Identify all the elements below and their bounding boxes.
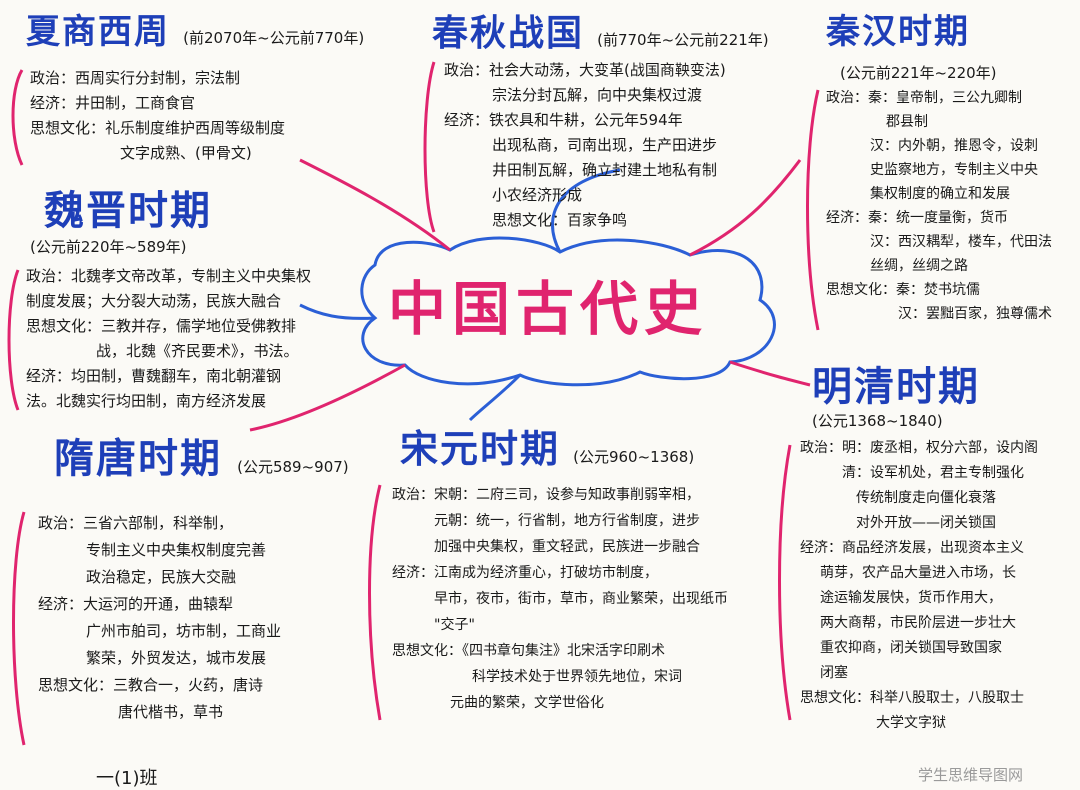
line: 萌芽，农产品大量进入市场，长 <box>820 565 1016 581</box>
section-songyuan-lines: 政治：宋朝：二府三司，设参与知政事削弱宰相， 元朝：统一，行省制，地方行省制度，… <box>392 482 728 716</box>
line: 政治：北魏孝文帝改革，专制主义中央集权 <box>26 267 312 285</box>
section-qinhan-lines: 政治：秦：皇帝制，三公九卿制 郡县制 汉：内外朝，推恩令，设刺 史监察地方，专制… <box>826 86 1052 326</box>
line: 政治：社会大动荡，大变革(战国商鞅变法) <box>444 61 726 79</box>
bracket-qinhan <box>806 89 820 331</box>
section-xiashang-lines: 政治：西周实行分封制，宗法制 经济：井田制，工商食官 思想文化：礼乐制度维护西周… <box>30 66 285 166</box>
line: 经济：井田制，工商食官 <box>30 94 196 112</box>
section-chunqiu: 春秋战国 (前770年~公元前221年) <box>432 4 769 56</box>
line: 政治稳定，民族大交融 <box>86 568 237 586</box>
branch-qinhan <box>689 159 802 257</box>
section-xiashang: 夏商西周 (前2070年~公元前770年) <box>26 4 364 53</box>
section-dates: (前2070年~公元前770年) <box>183 29 365 47</box>
line: 制度发展；大分裂大动荡，民族大融合 <box>26 292 282 310</box>
line: 经济：商品经济发展，出现资本主义 <box>800 540 1024 556</box>
branch-suitang <box>249 363 406 432</box>
branch-weijin <box>299 303 376 320</box>
section-title-weijin: 魏晋时期 <box>44 188 212 234</box>
bracket-weijin <box>7 269 20 411</box>
bracket-suitang <box>12 511 26 746</box>
line: 思想文化：《四书章句集注》北宋活字印刷术 <box>392 643 665 659</box>
section-mingqing-lines: 政治：明：废丞相，权分六部，设内阁 清：设军机处，君主专制强化 传统制度走向僵化… <box>800 436 1038 736</box>
bracket-mingqing <box>778 444 792 721</box>
branch-xiashang <box>299 158 451 252</box>
section-dates: (前770年~公元前221年) <box>597 31 769 49</box>
line: 繁荣，外贸发达，城市发展 <box>86 649 267 667</box>
line: 科学技术处于世界领先地位，宋词 <box>472 669 682 685</box>
watermark: 学生思维导图网 <box>918 766 1024 784</box>
section-suitang: 隋唐时期 (公元589~907) <box>54 426 349 484</box>
line: 战，北魏《齐民要术》，书法。 <box>96 342 299 360</box>
section-title: 夏商西周 <box>26 12 170 52</box>
line: 元朝：统一，行省制，地方行省制度，进步 <box>434 513 700 529</box>
section-title: 春秋战国 <box>432 13 585 54</box>
line: 政治：西周实行分封制，宗法制 <box>30 69 241 87</box>
line: 思想文化：科举八股取士，八股取士 <box>800 690 1024 706</box>
line: 传统制度走向僵化衰落 <box>856 490 996 506</box>
section-title-qinhan: 秦汉时期 <box>826 12 970 52</box>
bracket-chunqiu <box>423 61 436 233</box>
line: 出现私商，司南出现，生产田进步 <box>492 136 718 154</box>
line: 经济：江南成为经济重心，打破坊市制度， <box>392 565 658 581</box>
section-title-mingqing: 明清时期 <box>812 364 980 410</box>
line: 经济：铁农具和牛耕，公元年594年 <box>444 111 683 129</box>
section-title: 宋元时期 <box>400 427 561 471</box>
bracket-xiashang <box>11 69 24 166</box>
line: 政治：宋朝：二府三司，设参与知政事削弱宰相， <box>392 487 700 503</box>
line: 宗法分封瓦解，向中央集权过渡 <box>492 86 703 104</box>
line: 政治：秦：皇帝制，三公九卿制 <box>826 90 1022 106</box>
line: 史监察地方，专制主义中央 <box>870 162 1038 178</box>
line: 闭塞 <box>820 665 848 681</box>
line: 汉：西汉耦犁，楼车，代田法 <box>870 234 1052 250</box>
line: 政治：明：废丞相，权分六部，设内阁 <box>800 440 1038 456</box>
section-chunqiu-lines: 政治：社会大动荡，大变革(战国商鞅变法) 宗法分封瓦解，向中央集权过渡 经济：铁… <box>444 58 726 233</box>
line: 政治：三省六部制，科举制， <box>38 514 234 532</box>
line: 丝绸，丝绸之路 <box>870 258 968 274</box>
line: 对外开放——闭关锁国 <box>856 515 996 531</box>
line: 途运输发展快，货币作用大， <box>820 590 1002 606</box>
line: 加强中央集权，重文轻武，民族进一步融合 <box>434 539 700 555</box>
section-suitang-lines: 政治：三省六部制，科举制， 专制主义中央集权制度完善 政治稳定，民族大交融 经济… <box>38 510 281 726</box>
line: 井田制瓦解，确立封建土地私有制 <box>492 161 718 179</box>
line: 汉：罢黜百家，独尊儒术 <box>898 306 1052 322</box>
section-dates: (公元589~907) <box>237 458 349 476</box>
section-dates-weijin: (公元前220年~589年) <box>30 238 187 256</box>
section-dates-qinhan: (公元前221年~220年) <box>840 64 997 82</box>
line: 经济：大运河的开通，曲辕犁 <box>38 595 234 613</box>
bracket-songyuan <box>368 484 382 721</box>
branch-songyuan <box>468 373 522 422</box>
line: 广州市舶司，坊市制，工商业 <box>86 622 282 640</box>
line: 唐代楷书，草书 <box>118 703 224 721</box>
line: "交子" <box>434 617 475 633</box>
line: 经济：均田制，曹魏翻车，南北朝灌钢 <box>26 367 282 385</box>
line: 思想文化：秦：焚书坑儒 <box>826 282 980 298</box>
line: 经济：秦：统一度量衡，货币 <box>826 210 1008 226</box>
line: 思想文化：礼乐制度维护西周等级制度 <box>30 119 286 137</box>
line: 汉：内外朝，推恩令，设刺 <box>870 138 1038 154</box>
section-dates-mingqing: (公元1368~1840) <box>812 412 943 430</box>
line: 思想文化：三教并存，儒学地位受佛教排 <box>26 317 297 335</box>
line: 思想文化：三教合一，火药，唐诗 <box>38 676 264 694</box>
section-songyuan: 宋元时期 (公元960~1368) <box>400 418 694 473</box>
section-weijin-lines: 政治：北魏孝文帝改革，专制主义中央集权 制度发展；大分裂大动荡，民族大融合 思想… <box>26 264 311 414</box>
line: 思想文化：百家争鸣 <box>492 211 628 229</box>
line: 大学文字狱 <box>876 715 946 731</box>
line: 清：设军机处，君主专制强化 <box>842 465 1024 481</box>
line: 重农抑商，闭关锁国导致国家 <box>820 640 1002 656</box>
line: 集权制度的确立和发展 <box>870 186 1010 202</box>
line: 早市，夜市，街市，草市，商业繁荣，出现纸币 <box>434 591 728 607</box>
line: 元曲的繁荣，文学世俗化 <box>450 695 604 711</box>
line: 小农经济形成 <box>492 186 583 204</box>
line: 郡县制 <box>886 114 928 130</box>
line: 法。北魏实行均田制，南方经济发展 <box>26 392 267 410</box>
footer-class-label: 一(1)班 <box>96 768 158 789</box>
section-dates: (公元960~1368) <box>573 448 695 466</box>
branch-chunqiu <box>551 168 621 253</box>
line: 专制主义中央集权制度完善 <box>86 541 267 559</box>
line: 文字成熟、(甲骨文) <box>120 144 252 162</box>
branch-mingqing <box>729 360 811 387</box>
center-title: 中国古代史 <box>388 275 709 343</box>
line: 两大商帮，市民阶层进一步壮大 <box>820 615 1016 631</box>
section-title: 隋唐时期 <box>54 436 222 482</box>
